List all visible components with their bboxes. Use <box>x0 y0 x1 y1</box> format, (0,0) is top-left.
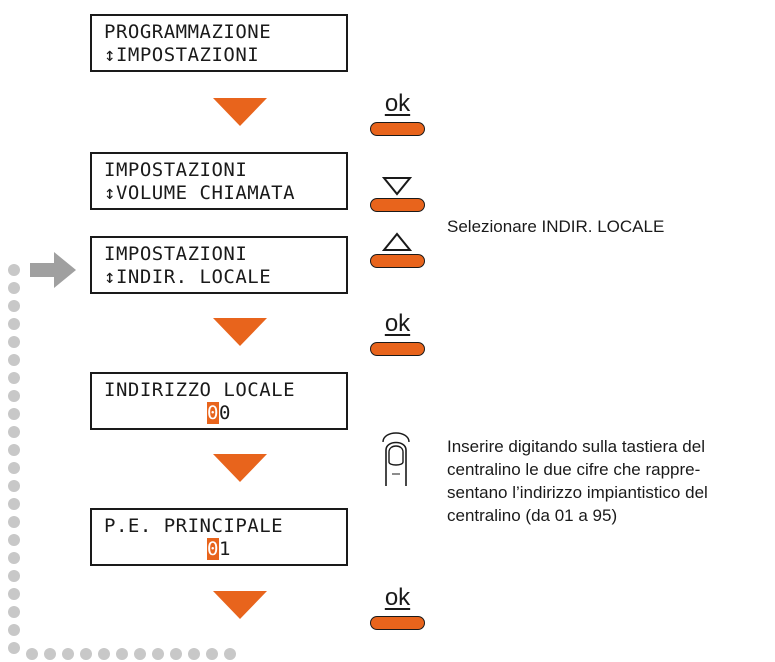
down-arrow-icon <box>213 591 267 619</box>
loop-dot <box>8 552 20 564</box>
loop-dot <box>152 648 164 660</box>
lcd-line-2: 01 <box>92 538 346 560</box>
finger-press-icon <box>382 432 410 486</box>
instruction-line: Inserire digitando sulla tastiera del <box>447 437 705 456</box>
loop-dot <box>8 570 20 582</box>
loop-dot <box>44 648 56 660</box>
lcd-screen-indir-locale: IMPOSTAZIONI ↕INDIR. LOCALE <box>90 236 348 294</box>
loop-dot <box>8 624 20 636</box>
lcd-cursor: 0 <box>207 402 219 424</box>
loop-dot <box>8 318 20 330</box>
ok-key-label: ok <box>384 584 411 611</box>
ok-key-label: ok <box>384 310 411 337</box>
lcd-line-2: 00 <box>92 402 346 424</box>
instruction-line: centralino le due cifre che rappre- <box>447 460 701 479</box>
lcd-line-2: ↕INDIR. LOCALE <box>104 266 272 288</box>
loop-dot <box>62 648 74 660</box>
loop-dot <box>116 648 128 660</box>
loop-dot <box>8 516 20 528</box>
loop-back-arrow-icon <box>30 252 76 288</box>
lcd-digit: 1 <box>219 538 231 560</box>
loop-dot <box>8 264 20 276</box>
loop-dot <box>8 588 20 600</box>
lcd-cursor: 0 <box>207 538 219 560</box>
down-arrow-icon <box>213 318 267 346</box>
loop-dot <box>8 300 20 312</box>
down-arrow-icon <box>213 454 267 482</box>
down-key-icon <box>382 177 412 196</box>
down-arrow-icon <box>213 98 267 126</box>
loop-dot <box>8 354 20 366</box>
loop-dot <box>170 648 182 660</box>
loop-dot <box>8 498 20 510</box>
loop-dot <box>8 426 20 438</box>
lcd-line-1: PROGRAMMAZIONE <box>104 21 272 43</box>
instruction-line: sentano l’indirizzo impiantistico del <box>447 483 708 502</box>
loop-dot <box>8 444 20 456</box>
lcd-line-2: ↕IMPOSTAZIONI <box>104 44 260 66</box>
loop-dot <box>188 648 200 660</box>
select-instruction: Selezionare INDIR. LOCALE <box>447 217 665 236</box>
lcd-line-1: INDIRIZZO LOCALE <box>104 379 296 401</box>
lcd-line-1: IMPOSTAZIONI <box>104 159 248 181</box>
loop-dot <box>26 648 38 660</box>
loop-dot <box>80 648 92 660</box>
loop-dot <box>98 648 110 660</box>
loop-dot <box>224 648 236 660</box>
loop-dot <box>8 606 20 618</box>
loop-dot <box>134 648 146 660</box>
loop-dot <box>8 408 20 420</box>
loop-dot <box>206 648 218 660</box>
loop-dot <box>8 336 20 348</box>
lcd-line-1: IMPOSTAZIONI <box>104 243 248 265</box>
enter-instruction: Inserire digitando sulla tastiera del ce… <box>447 435 708 527</box>
lcd-line-2: ↕VOLUME CHIAMATA <box>104 182 296 204</box>
lcd-line-1: P.E. PRINCIPALE <box>104 515 284 537</box>
loop-dot <box>8 480 20 492</box>
ok-key-label: ok <box>384 90 411 117</box>
ok-key-button <box>370 122 425 136</box>
loop-dot <box>8 642 20 654</box>
loop-dot <box>8 534 20 546</box>
lcd-screen-volume-chiamata: IMPOSTAZIONI ↕VOLUME CHIAMATA <box>90 152 348 210</box>
loop-dot <box>8 372 20 384</box>
instruction-line: centralino (da 01 a 95) <box>447 506 618 525</box>
lcd-screen-pe-principale: P.E. PRINCIPALE 01 <box>90 508 348 566</box>
loop-dot <box>8 462 20 474</box>
loop-dot <box>8 390 20 402</box>
lcd-screen-indirizzo-locale: INDIRIZZO LOCALE 00 <box>90 372 348 430</box>
ok-key-button <box>370 342 425 356</box>
ok-key-button <box>370 616 425 630</box>
loop-dot <box>8 282 20 294</box>
up-key-icon <box>382 232 412 251</box>
up-key-button <box>370 254 425 268</box>
lcd-screen-programmazione: PROGRAMMAZIONE ↕IMPOSTAZIONI <box>90 14 348 72</box>
lcd-digit: 0 <box>219 402 231 424</box>
down-key-button <box>370 198 425 212</box>
